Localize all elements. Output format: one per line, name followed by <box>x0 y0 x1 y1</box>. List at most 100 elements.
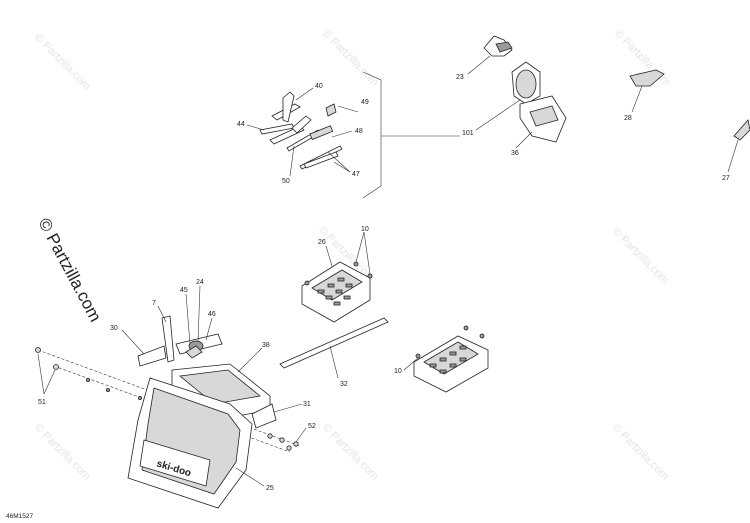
fuse-tube-part <box>309 125 334 141</box>
part-45 <box>185 345 203 359</box>
callout-23: 23 <box>456 74 464 81</box>
rivet <box>479 333 485 339</box>
holder-group: 23 101 36 <box>456 35 567 157</box>
callout-50: 50 <box>282 178 290 185</box>
watermark: © Partzilla.com <box>320 422 381 483</box>
leader-25 <box>235 467 265 487</box>
fastener-52 <box>267 433 273 439</box>
callout-45: 45 <box>180 287 188 294</box>
watermark-layer: © Partzilla.com © Partzilla.com © Partzi… <box>32 28 673 483</box>
fastener-51 <box>53 364 59 370</box>
callout-48: 48 <box>355 128 363 135</box>
pliers-part <box>291 115 312 134</box>
leader-51b <box>43 369 56 395</box>
watermark: © Partzilla.com <box>610 226 671 287</box>
step-plate-lower-group: 10 <box>394 325 489 393</box>
callout-7: 7 <box>152 300 156 307</box>
rod-part-2 <box>303 151 339 169</box>
callout-24: 24 <box>196 279 204 286</box>
screw <box>137 395 142 400</box>
handle-part <box>282 91 295 123</box>
leader-26 <box>325 245 333 267</box>
leader-38 <box>237 347 263 373</box>
callout-25: 25 <box>266 485 274 492</box>
snow-flap-group: 51 52 30 7 45 24 46 38 <box>35 279 316 509</box>
strap-clip-detail <box>495 41 513 53</box>
tool-kit-bracket <box>362 71 382 199</box>
watermark: © Partzilla.com <box>610 422 671 483</box>
fastener-52 <box>293 441 299 447</box>
leader-46 <box>205 317 213 341</box>
callout-30: 30 <box>110 325 118 332</box>
part-28 <box>629 69 665 87</box>
snow-flap-logo-plate <box>139 439 211 487</box>
step-plate-26-holes <box>317 277 353 306</box>
leader-101-right <box>475 99 521 131</box>
callout-51: 51 <box>38 399 46 406</box>
rivet <box>353 261 359 267</box>
leader-27 <box>727 139 739 173</box>
watermark: © Partzilla.com <box>32 32 93 93</box>
callout-36: 36 <box>511 150 519 157</box>
part-27-group: 27 <box>722 119 750 182</box>
strip-32 <box>279 317 389 369</box>
leader-10b <box>403 357 419 371</box>
fastener-51 <box>35 347 41 353</box>
part-27 <box>733 119 750 141</box>
step-plate-26-face <box>311 269 363 301</box>
leader-47b <box>333 161 351 173</box>
callout-49: 49 <box>361 99 369 106</box>
screw <box>86 377 91 382</box>
leader-47a <box>327 151 351 173</box>
leader-24 <box>197 285 201 343</box>
step-plate-lower-face <box>423 341 479 375</box>
fastener-52 <box>279 437 285 443</box>
callout-38: 38 <box>262 342 270 349</box>
strip-32-group: 32 <box>279 317 389 388</box>
leader-36 <box>515 131 533 149</box>
part-38-face <box>179 369 261 405</box>
side-watermark: © Partzilla.com <box>34 215 105 325</box>
callout-101: 101 <box>462 130 474 137</box>
part-28-group: 28 <box>624 69 665 122</box>
leader-30 <box>121 329 145 355</box>
callout-47: 47 <box>352 171 360 178</box>
leader-52 <box>295 427 307 443</box>
tool-kit-group: 40 44 49 48 47 50 <box>237 71 460 199</box>
leader-10a-2 <box>363 231 371 275</box>
callout-10a: 10 <box>361 226 369 233</box>
holder-bracket-face <box>529 105 559 127</box>
fastener-52 <box>286 445 292 451</box>
callout-40: 40 <box>315 83 323 90</box>
screw <box>106 387 111 392</box>
part-7 <box>161 315 175 363</box>
leader-31 <box>273 403 303 413</box>
leader-45 <box>185 293 191 345</box>
leader-10a-1 <box>355 231 365 263</box>
reference-code: 46M1527 <box>6 513 33 520</box>
leader-23 <box>467 55 491 75</box>
callout-31: 31 <box>303 401 311 408</box>
leader-50 <box>289 145 295 177</box>
leader-32 <box>329 345 339 379</box>
leader-48 <box>331 130 353 138</box>
part-31 <box>251 403 277 429</box>
step-plate-lower-holes <box>429 345 467 374</box>
callout-10b: 10 <box>394 368 402 375</box>
tool-bag-roll <box>515 69 537 99</box>
leader-28 <box>631 85 643 113</box>
callout-46: 46 <box>208 311 216 318</box>
callout-32: 32 <box>340 381 348 388</box>
leader-44 <box>246 124 265 131</box>
rivet <box>463 325 469 331</box>
leader-40 <box>295 87 314 101</box>
rivet <box>367 273 373 279</box>
callout-26: 26 <box>318 239 326 246</box>
clip-part <box>325 103 337 117</box>
callout-27: 27 <box>722 175 730 182</box>
rivet <box>304 280 310 286</box>
fastener-axis-line <box>37 349 301 447</box>
callout-44: 44 <box>237 121 245 128</box>
watermark: © Partzilla.com <box>32 422 93 483</box>
